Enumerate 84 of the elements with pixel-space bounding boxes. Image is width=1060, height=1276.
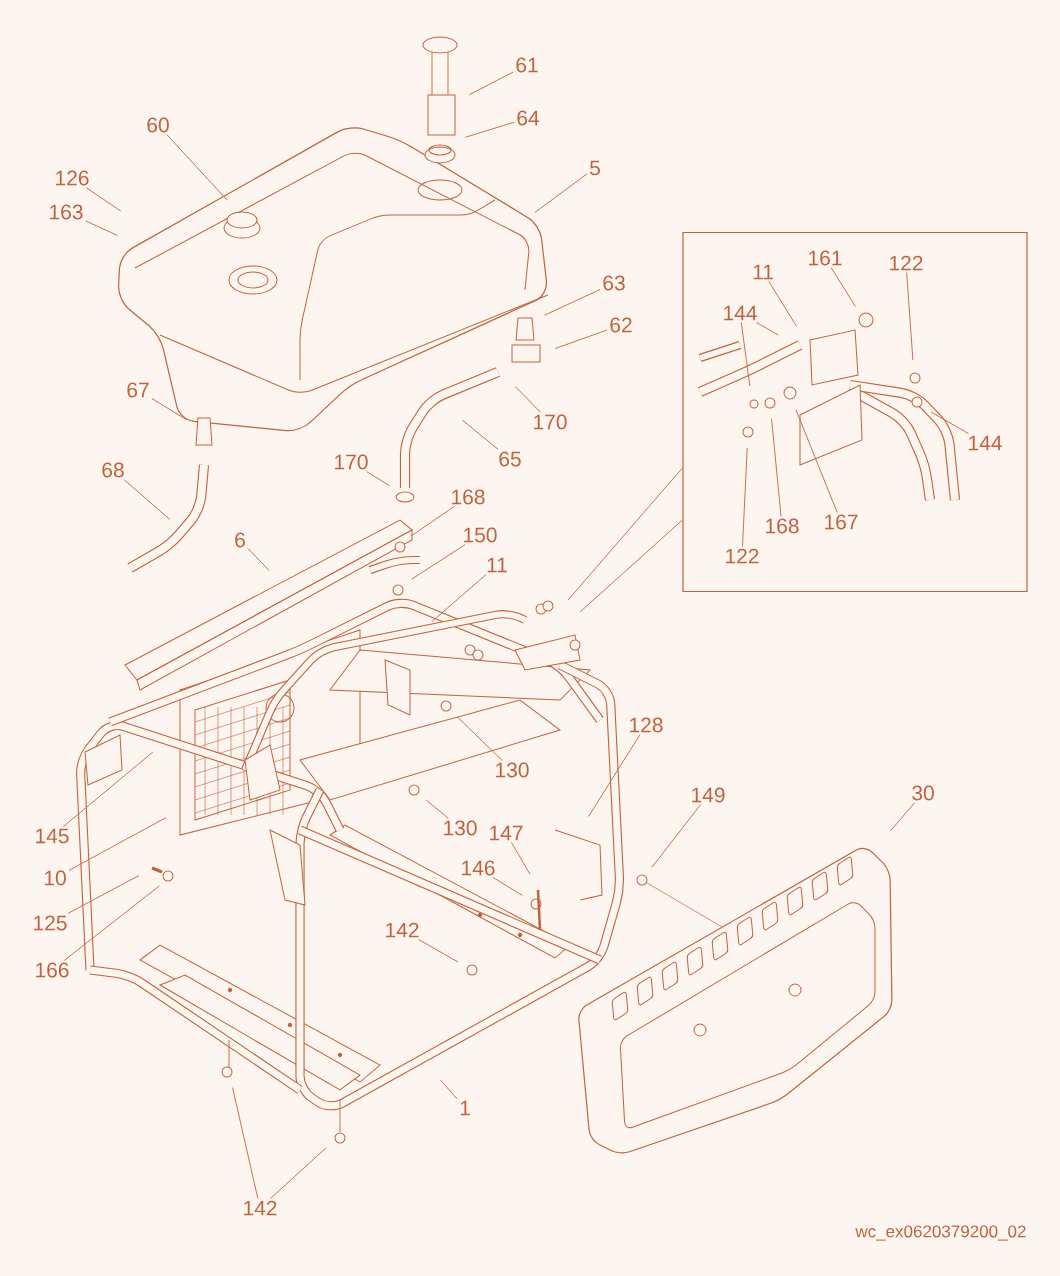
leader-line bbox=[68, 817, 167, 871]
leader-line bbox=[768, 281, 798, 327]
leader-line bbox=[440, 1079, 458, 1100]
callout-number: 61 bbox=[516, 57, 538, 73]
leader-line bbox=[890, 802, 916, 832]
leader-line bbox=[771, 418, 782, 517]
leader-line bbox=[63, 885, 160, 961]
drawing-number: wc_ex0620379200_02 bbox=[855, 1225, 1026, 1241]
leader-line bbox=[410, 506, 455, 537]
callout-number: 150 bbox=[464, 527, 497, 543]
callout-number: 149 bbox=[692, 787, 725, 803]
leader-line bbox=[425, 799, 449, 819]
callout-number: 144 bbox=[969, 435, 1002, 451]
leader-line bbox=[464, 121, 515, 138]
leader-line bbox=[588, 734, 641, 817]
leader-line bbox=[468, 71, 514, 96]
leader-line bbox=[461, 419, 499, 450]
leader-line bbox=[232, 1087, 259, 1199]
callout-number: 122 bbox=[890, 255, 923, 271]
leader-line bbox=[511, 841, 531, 875]
callout-number: 163 bbox=[50, 204, 83, 220]
callout-number: 144 bbox=[724, 305, 757, 321]
leader-line bbox=[554, 329, 608, 350]
leader-line bbox=[270, 1147, 327, 1199]
leader-line bbox=[755, 321, 779, 336]
callout-number: 63 bbox=[603, 275, 625, 291]
leader-line bbox=[151, 398, 187, 421]
leader-line bbox=[63, 751, 154, 827]
leader-line bbox=[166, 134, 228, 201]
callout-number: 145 bbox=[36, 828, 69, 844]
leader-line bbox=[514, 386, 542, 413]
callout-number: 161 bbox=[809, 250, 842, 266]
callout-number: 126 bbox=[56, 170, 89, 186]
callout-number: 60 bbox=[147, 117, 169, 133]
zoom-line bbox=[579, 519, 683, 613]
leader-line bbox=[544, 289, 601, 316]
callout-number: 142 bbox=[386, 922, 419, 938]
callout-number: 67 bbox=[127, 382, 149, 398]
leader-line bbox=[457, 716, 503, 761]
leader-line bbox=[795, 409, 838, 513]
leader-line bbox=[85, 220, 118, 236]
leader-line bbox=[247, 548, 270, 571]
leader-line bbox=[411, 544, 466, 580]
callout-number: 130 bbox=[444, 820, 477, 836]
leader-line bbox=[742, 447, 748, 547]
leader-line bbox=[930, 411, 970, 435]
leader-line bbox=[493, 877, 523, 897]
leader-line bbox=[534, 173, 588, 213]
callout-number: 11 bbox=[487, 557, 507, 573]
leader-line bbox=[67, 875, 140, 914]
leader-line bbox=[431, 573, 487, 622]
leader-line bbox=[123, 479, 171, 520]
callout-number: 68 bbox=[102, 462, 124, 478]
callout-number: 147 bbox=[490, 825, 523, 841]
callout-number: 11 bbox=[753, 264, 773, 280]
inset-box bbox=[682, 231, 1028, 593]
callout-number: 122 bbox=[726, 548, 759, 564]
callout-number: 146 bbox=[462, 860, 495, 876]
callout-number: 166 bbox=[36, 962, 69, 978]
callout-number: 128 bbox=[630, 717, 663, 733]
callout-number: 62 bbox=[610, 317, 632, 333]
callout-number: 170 bbox=[335, 454, 368, 470]
callout-number: 30 bbox=[912, 785, 934, 801]
leader-line bbox=[906, 272, 914, 361]
zoom-line bbox=[567, 467, 683, 601]
callout-number: 125 bbox=[34, 915, 67, 931]
callout-number: 65 bbox=[499, 451, 521, 467]
callout-number: 1 bbox=[460, 1100, 470, 1116]
leader-line bbox=[418, 939, 459, 963]
leader-line bbox=[740, 321, 751, 387]
callout-number: 170 bbox=[534, 414, 567, 430]
callout-number: 168 bbox=[766, 518, 799, 534]
callout-number: 5 bbox=[590, 160, 600, 176]
callout-number: 167 bbox=[825, 514, 858, 530]
leader-line bbox=[830, 267, 856, 307]
callout-number: 64 bbox=[517, 110, 540, 126]
callout-number: 168 bbox=[452, 489, 485, 505]
leader-line bbox=[651, 804, 701, 868]
callout-number: 142 bbox=[244, 1200, 277, 1216]
callout-number: 10 bbox=[44, 870, 66, 886]
callout-number: 6 bbox=[235, 532, 245, 548]
leader-line bbox=[85, 187, 122, 212]
callout-number: 130 bbox=[496, 762, 529, 778]
leader-line bbox=[366, 471, 390, 487]
